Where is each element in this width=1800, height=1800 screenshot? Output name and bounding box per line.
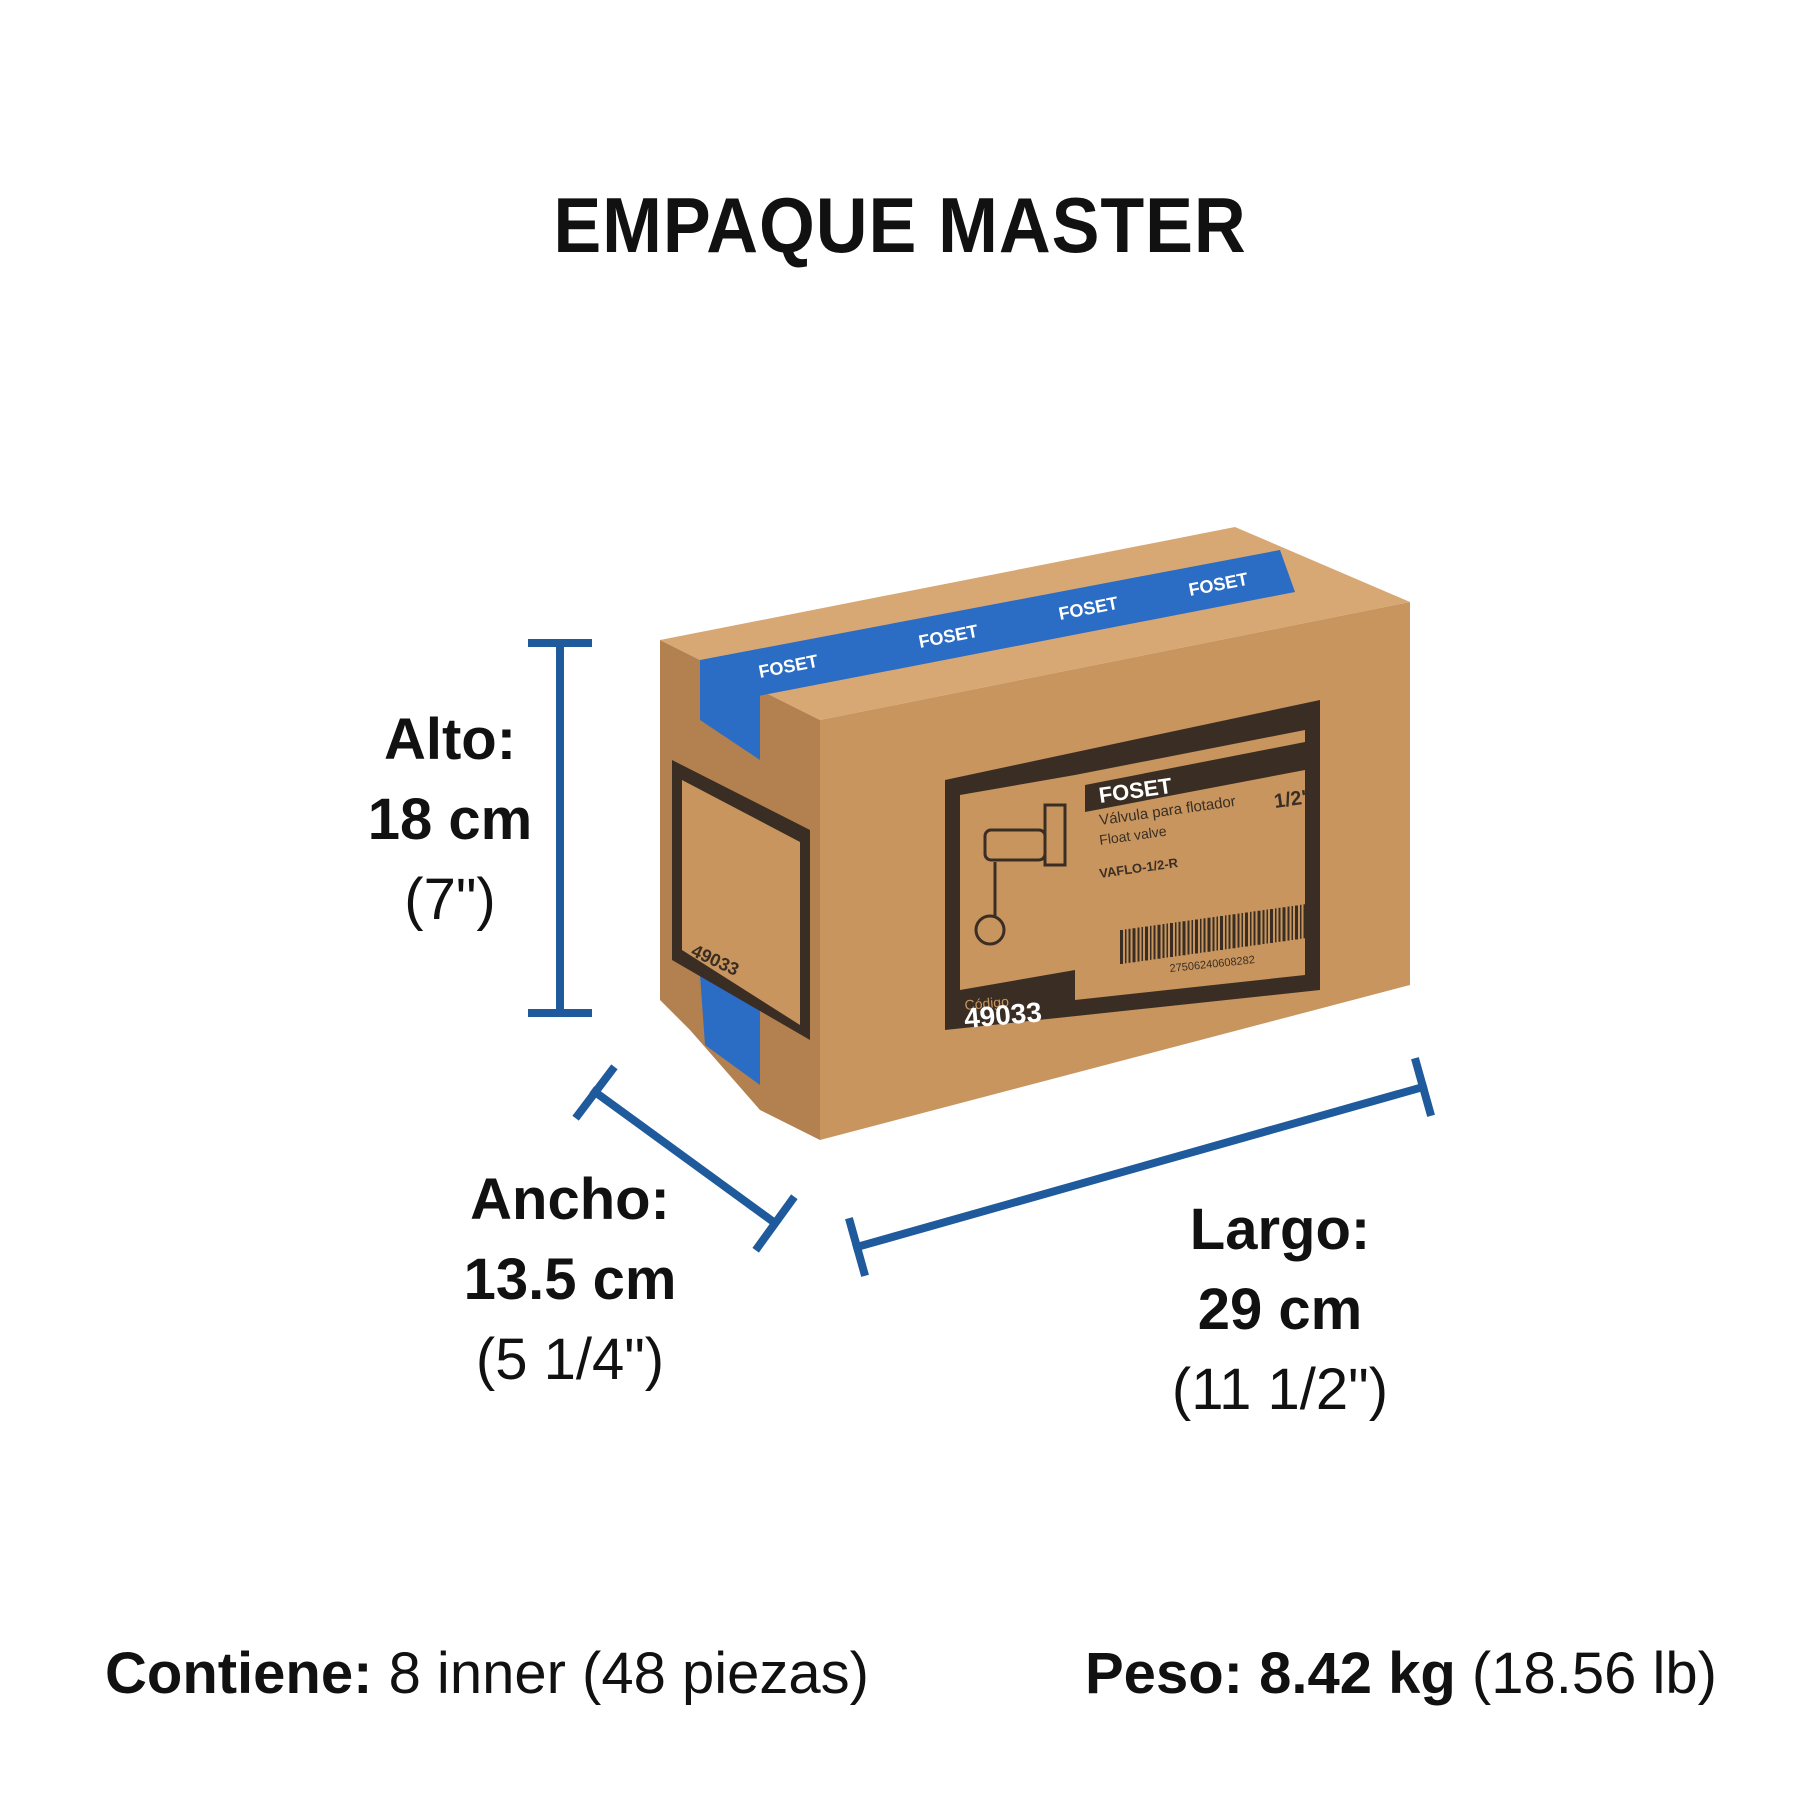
- barcode-bar: [1166, 923, 1168, 958]
- barcode-bar: [1141, 926, 1143, 961]
- alto-dimension: Alto: 18 cm (7"): [320, 700, 580, 940]
- label-size: 1/2": [1273, 786, 1313, 813]
- barcode-bar: [1203, 918, 1206, 953]
- ancho-imperial: (5 1/4"): [475, 1327, 665, 1392]
- barcode-bar: [1303, 904, 1306, 939]
- barcode-bar: [1262, 910, 1265, 945]
- barcode-bar: [1150, 925, 1152, 960]
- page-title: EMPAQUE MASTER: [553, 181, 1247, 269]
- barcode-bar: [1162, 924, 1165, 959]
- box-label-front: FOSET Válvula para flotador Float valve …: [945, 700, 1320, 1034]
- barcode-bar: [1295, 905, 1298, 940]
- barcode-bar: [1128, 928, 1131, 963]
- barcode-bar: [1207, 917, 1211, 952]
- peso-info: Peso: 8.42 kg (18.56 lb): [1085, 1640, 1717, 1707]
- barcode-bar: [1250, 911, 1252, 946]
- largo-imperial: (11 1/2"): [1171, 1357, 1389, 1422]
- peso-imperial: (18.56 lb): [1471, 1641, 1717, 1706]
- barcode-bar: [1225, 915, 1227, 950]
- alto-label: Alto:: [383, 707, 517, 772]
- barcode-bar: [1278, 907, 1281, 942]
- barcode-bar: [1266, 909, 1268, 944]
- alto-imperial: (7"): [404, 867, 496, 932]
- barcode-bar: [1120, 930, 1123, 964]
- largo-label: Largo:: [1189, 1197, 1371, 1262]
- largo-dimension: Largo: 29 cm (11 1/2"): [1140, 1190, 1420, 1430]
- barcode-bar: [1287, 906, 1290, 941]
- barcode-bar: [1316, 902, 1318, 937]
- largo-measure-line: [845, 1057, 1435, 1277]
- contiene-value: 8 inner (48 piezas): [388, 1641, 869, 1706]
- barcode-bar: [1257, 910, 1261, 945]
- barcode-bar: [1191, 919, 1193, 954]
- dimension-lines: [528, 639, 1435, 1277]
- barcode-bar: [1137, 927, 1140, 962]
- valve-drawing-icon: [974, 803, 1067, 946]
- barcode-bar: [1145, 926, 1148, 961]
- barcode-bar: [1270, 909, 1273, 943]
- barcode-bar: [1187, 920, 1190, 955]
- barcode-bar: [1245, 912, 1248, 947]
- tape: [700, 550, 1295, 705]
- barcode-bar: [1182, 921, 1186, 956]
- barcode-bar: [1170, 923, 1173, 957]
- barcode: [1120, 902, 1318, 964]
- ancho-metric: 13.5 cm: [463, 1247, 677, 1312]
- barcode-bar: [1157, 924, 1161, 959]
- barcode-bar: [1253, 911, 1256, 946]
- box-label-side: 49033: [672, 760, 810, 1040]
- tape-side: [700, 660, 760, 760]
- barcode-bar: [1178, 921, 1181, 956]
- peso-label: Peso:: [1085, 1641, 1243, 1706]
- barcode-bar: [1195, 919, 1198, 954]
- ancho-dimension: Ancho: 13.5 cm (5 1/4"): [440, 1160, 700, 1400]
- label-codigo-label: Código: [964, 993, 1010, 1013]
- ancho-measure-line: [572, 1064, 798, 1253]
- barcode-bar: [1232, 914, 1236, 949]
- alto-metric: 18 cm: [367, 787, 533, 852]
- ancho-label: Ancho:: [470, 1167, 670, 1232]
- barcode-bar: [1125, 929, 1127, 964]
- barcode-bar: [1241, 912, 1243, 947]
- barcode-bar: [1153, 925, 1156, 960]
- barcode-bar: [1307, 903, 1311, 938]
- barcode-bar: [1300, 904, 1302, 939]
- barcode-bar: [1228, 914, 1231, 949]
- barcode-bar: [1275, 908, 1277, 943]
- barcode-bar: [1220, 916, 1223, 950]
- barcode-bar: [1132, 928, 1136, 963]
- largo-metric: 29 cm: [1197, 1277, 1363, 1342]
- contiene-info: Contiene: 8 inner (48 piezas): [105, 1640, 869, 1707]
- barcode-bar: [1200, 918, 1202, 953]
- label-codigo: 49033: [963, 996, 1043, 1034]
- barcode-bar: [1282, 907, 1286, 942]
- barcode-bar: [1291, 905, 1293, 940]
- barcode-bar: [1312, 903, 1315, 938]
- barcode-bar: [1212, 917, 1215, 952]
- peso-value: 8.42 kg: [1259, 1641, 1456, 1706]
- barcode-bar: [1216, 916, 1218, 951]
- contiene-label: Contiene:: [105, 1641, 373, 1706]
- barcode-bar: [1237, 913, 1240, 948]
- barcode-bar: [1175, 922, 1177, 957]
- alto-measure-line: [528, 639, 592, 1017]
- tape-side-bottom: [700, 975, 760, 1085]
